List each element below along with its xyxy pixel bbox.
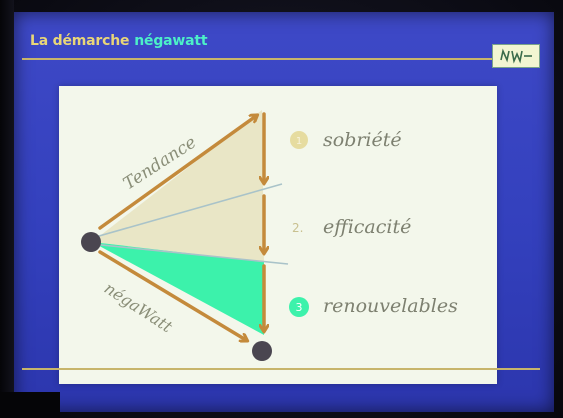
- endpoint-dot: [252, 341, 272, 361]
- step-2-label: efficacité: [323, 216, 411, 238]
- sobriete-separator: [91, 183, 283, 239]
- step-1-badge: [290, 131, 308, 149]
- step-3-badge: [289, 297, 309, 317]
- origin-dot: [81, 232, 101, 252]
- step-3-number: 3: [296, 301, 303, 314]
- efficacite-separator: [91, 243, 289, 265]
- step-3-label: renouvelables: [323, 295, 458, 317]
- negawatt-label: négaWatt: [101, 278, 176, 336]
- tendance-arrow: [98, 116, 256, 230]
- negawatt-green-wedge: [92, 242, 264, 335]
- negawatt-logo: [492, 44, 540, 68]
- photo-left-edge: [0, 0, 14, 418]
- slide-title-prefix: La démarche: [30, 33, 130, 49]
- photo-dark-corner: [0, 392, 60, 418]
- step-1-number: 1: [296, 136, 302, 147]
- negawatt-arrow: [98, 250, 246, 340]
- slide-title-brand: négawatt: [134, 33, 208, 49]
- tendance-wedge: [92, 110, 264, 262]
- step-1-label: sobriété: [323, 129, 402, 151]
- footer-divider: [22, 368, 540, 370]
- step-2-number: 2.: [292, 221, 303, 235]
- header-divider: [22, 58, 540, 60]
- logo-mark-icon: [500, 48, 532, 64]
